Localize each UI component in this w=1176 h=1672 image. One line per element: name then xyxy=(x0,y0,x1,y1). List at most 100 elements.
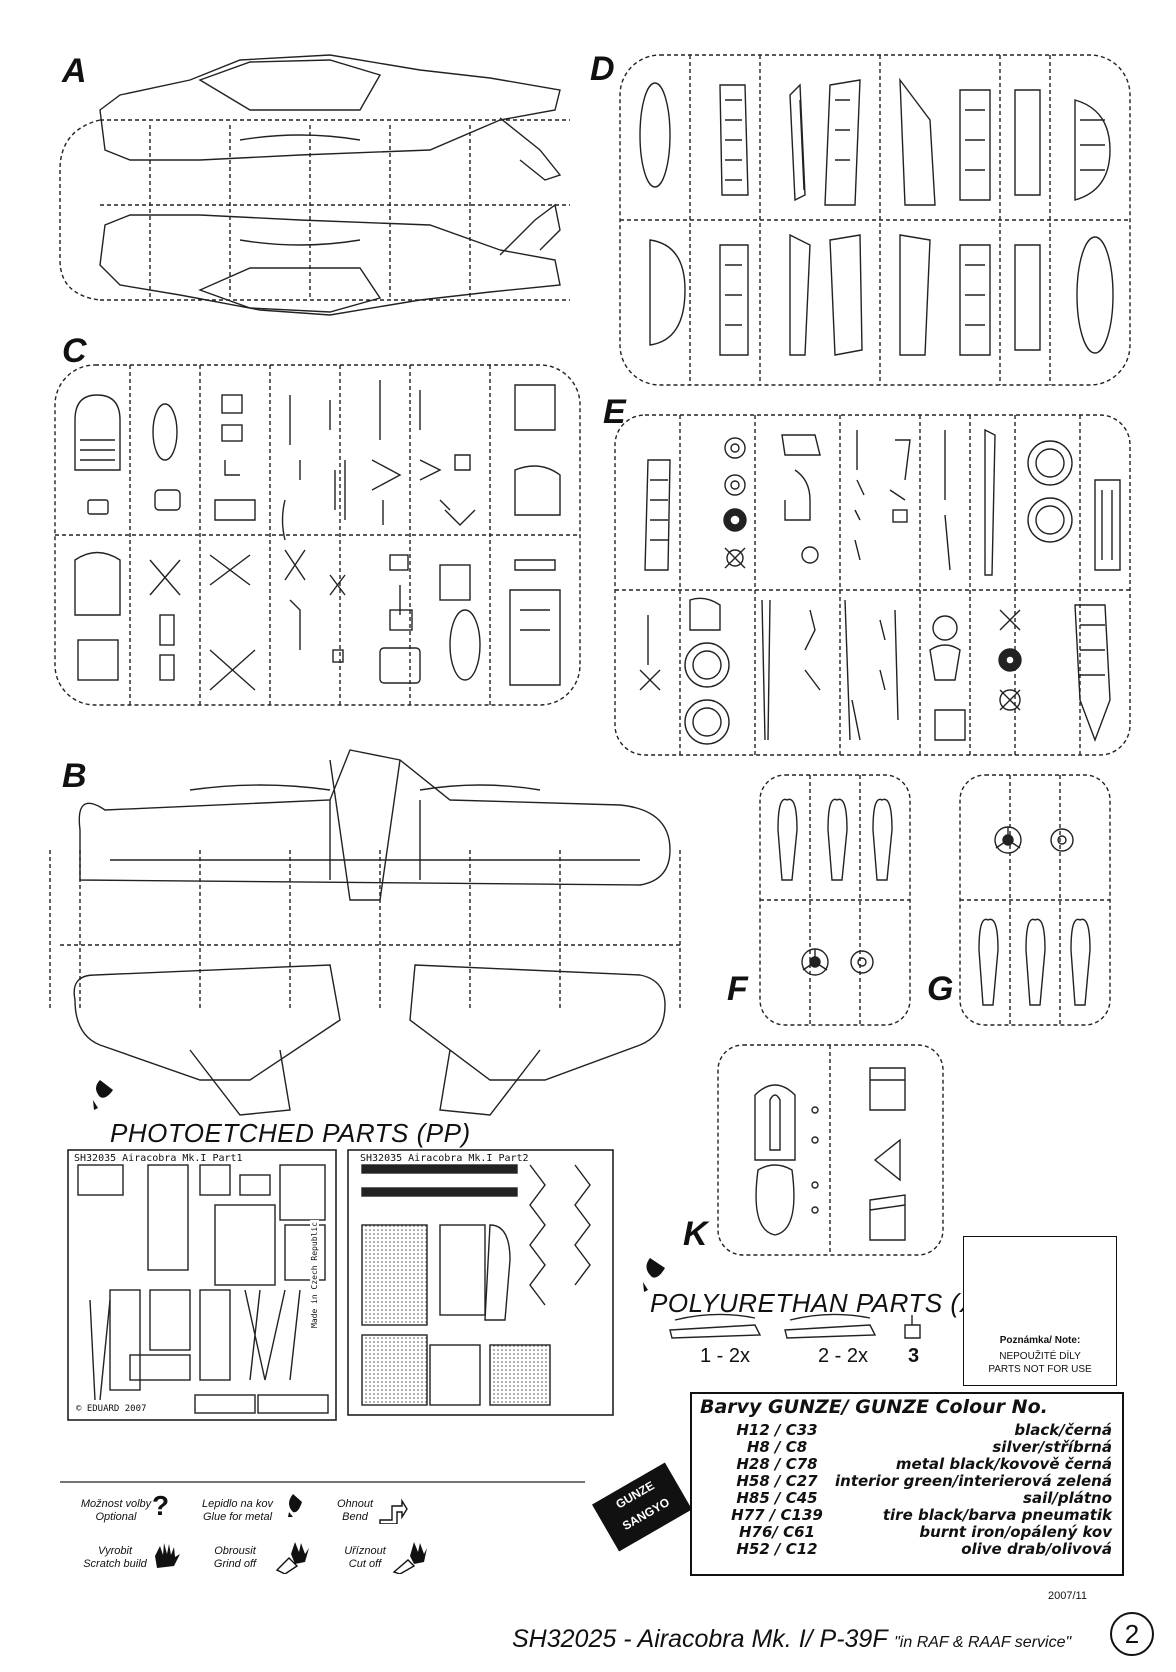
sprue-label-e: E xyxy=(603,393,626,431)
legend-optional-en: Optional xyxy=(95,1511,137,1523)
pe-made-in: Made in Czech Republic xyxy=(310,1220,319,1330)
legend-bend: Ohnout Bend xyxy=(325,1498,385,1524)
glue-icon xyxy=(285,1490,303,1518)
colour-row: H52 / C12 olive drab/olivová xyxy=(692,1541,1122,1558)
sprue-g-parts xyxy=(978,826,1091,1006)
colour-name: metal black/kovově černá xyxy=(895,1455,1112,1473)
colour-name: olive drab/olivová xyxy=(961,1540,1112,1558)
sprue-label-d: D xyxy=(590,50,615,88)
colour-code: H8 / C8 xyxy=(746,1438,808,1456)
colour-code: H28 / C78 xyxy=(736,1455,818,1473)
sprue-g-frame xyxy=(959,774,1111,1026)
bend-icon xyxy=(378,1498,408,1525)
grind-icon xyxy=(275,1540,311,1575)
colour-name: silver/stříbrná xyxy=(992,1438,1112,1456)
wing-upper-part xyxy=(78,749,671,901)
sprue-d-parts xyxy=(639,77,1114,356)
legend-bend-en: Bend xyxy=(342,1511,368,1523)
glue-icon xyxy=(93,1080,113,1110)
colour-name: sail/plátno xyxy=(1023,1489,1112,1507)
colour-code: H12 / C33 xyxy=(736,1421,818,1439)
pe-fret-2 xyxy=(347,1149,614,1416)
legend-cut-cz: Uříznout xyxy=(344,1545,386,1557)
sprue-label-b: B xyxy=(62,757,87,795)
kit-title: SH32025 - Airacobra Mk. I/ P-39F xyxy=(512,1625,888,1653)
legend-optional-cz: Možnost volby xyxy=(80,1498,152,1510)
legend-scratch-cz: Vyrobit xyxy=(97,1545,133,1557)
legend-glue-en: Glue for metal xyxy=(202,1511,273,1523)
pe-fret-2-label: SH32035 Airacobra Mk.I Part2 xyxy=(358,1153,531,1164)
colour-row: H85 / C45 sail/plátno xyxy=(692,1490,1122,1507)
legend-glue-metal: Lepidlo na kov Glue for metal xyxy=(190,1498,285,1524)
sprue-e-frame xyxy=(614,414,1131,756)
sprue-label-f: F xyxy=(727,970,748,1008)
sprue-k-parts xyxy=(754,1067,906,1241)
sprue-label-c: C xyxy=(62,332,87,370)
note-line-cz: NEPOUŽITÉ DÍLY xyxy=(999,1351,1081,1362)
legend-bend-cz: Ohnout xyxy=(336,1498,374,1510)
fuselage-left-half xyxy=(99,54,562,181)
legend-optional: Možnost volby Optional xyxy=(68,1498,164,1524)
sprue-label-g: G xyxy=(927,970,954,1008)
colour-row: H8 / C8 silver/stříbrná xyxy=(692,1439,1122,1456)
instruction-title: SH32025 - Airacobra Mk. I/ P-39F "in RAF… xyxy=(512,1625,1071,1654)
legend-cut-en: Cut off xyxy=(348,1558,382,1570)
colour-code: H77 / C139 xyxy=(731,1506,823,1524)
sprue-d-frame xyxy=(619,54,1131,386)
colour-code: H58 / C27 xyxy=(736,1472,818,1490)
colour-row: H12 / C33 black/černá xyxy=(692,1422,1122,1439)
colour-code: H52 / C12 xyxy=(736,1540,818,1558)
polyurethane-heading: POLYURETHAN PARTS (X) xyxy=(650,1288,987,1318)
cut-off-icon xyxy=(392,1540,428,1575)
question-icon: ? xyxy=(152,1490,170,1521)
colour-code: H76/ C61 xyxy=(738,1523,815,1541)
colour-name: interior green/interierová zelená xyxy=(835,1472,1112,1490)
sprue-e-parts xyxy=(639,428,1121,745)
polyurethane-part-1-label: 1 - 2x xyxy=(700,1345,751,1367)
sprue-f-parts xyxy=(777,798,893,976)
legend-scratch-en: Scratch build xyxy=(83,1558,147,1570)
legend-glue-cz: Lepidlo na kov xyxy=(202,1498,273,1510)
polyurethane-part-3-label: 3 xyxy=(908,1345,920,1367)
kit-subtitle: "in RAF & RAAF service" xyxy=(894,1634,1072,1651)
fuselage-right-half xyxy=(99,203,561,316)
sprue-c-frame xyxy=(54,364,581,706)
photoetched-heading: PHOTOETCHED PARTS (PP) xyxy=(110,1118,471,1148)
colour-table: Barvy GUNZE/ GUNZE Colour No. H12 / C33 b… xyxy=(690,1392,1124,1576)
legend-grind-cz: Obrousit xyxy=(214,1545,256,1557)
colour-row: H28 / C78 metal black/kovově černá xyxy=(692,1456,1122,1473)
colour-name: burnt iron/opálený kov xyxy=(919,1523,1112,1541)
not-for-use-note: Poznámka/ Note: NEPOUŽITÉ DÍLY PARTS NOT… xyxy=(963,1236,1117,1386)
colour-row: H76/ C61 burnt iron/opálený kov xyxy=(692,1524,1122,1541)
colour-name: black/černá xyxy=(1014,1421,1112,1439)
polyurethane-parts xyxy=(669,1313,921,1339)
pe-fret-1 xyxy=(67,1149,337,1421)
scratch-build-icon xyxy=(152,1540,182,1570)
wing-lower-left-part xyxy=(73,964,341,1116)
colour-row: H77 / C139 tire black/barva pneumatik xyxy=(692,1507,1122,1524)
sprue-c-parts xyxy=(74,380,561,691)
sprue-label-k: K xyxy=(683,1215,708,1253)
legend-grind-off: Obrousit Grind off xyxy=(195,1545,275,1571)
pe-fret-1-label: SH32035 Airacobra Mk.I Part1 xyxy=(72,1153,245,1164)
legend-grind-en: Grind off xyxy=(213,1558,257,1570)
sprue-k-frame xyxy=(717,1044,944,1256)
pe-copyright: © EDUARD 2007 xyxy=(74,1404,149,1414)
polyurethane-part-2-label: 2 - 2x xyxy=(818,1345,869,1367)
colour-table-title: Barvy GUNZE/ GUNZE Colour No. xyxy=(700,1396,1048,1418)
sprue-b-frame xyxy=(49,850,681,1010)
legend-scratch-build: Vyrobit Scratch build xyxy=(70,1545,160,1571)
page-number: 2 xyxy=(1110,1612,1154,1656)
sprue-f-frame xyxy=(759,774,911,1026)
issue-date: 2007/11 xyxy=(1048,1590,1087,1602)
note-title: Poznámka/ Note: xyxy=(999,1335,1081,1346)
wing-lower-right-part xyxy=(409,964,666,1116)
sprue-a-frame xyxy=(59,119,570,301)
colour-row: H58 / C27 interior green/interierová zele… xyxy=(692,1473,1122,1490)
colour-name: tire black/barva pneumatik xyxy=(882,1506,1112,1524)
sprue-label-a: A xyxy=(62,52,87,90)
colour-code: H85 / C45 xyxy=(736,1489,818,1507)
note-line-en: PARTS NOT FOR USE xyxy=(988,1364,1092,1375)
legend-cut-off: Uříznout Cut off xyxy=(330,1545,400,1571)
